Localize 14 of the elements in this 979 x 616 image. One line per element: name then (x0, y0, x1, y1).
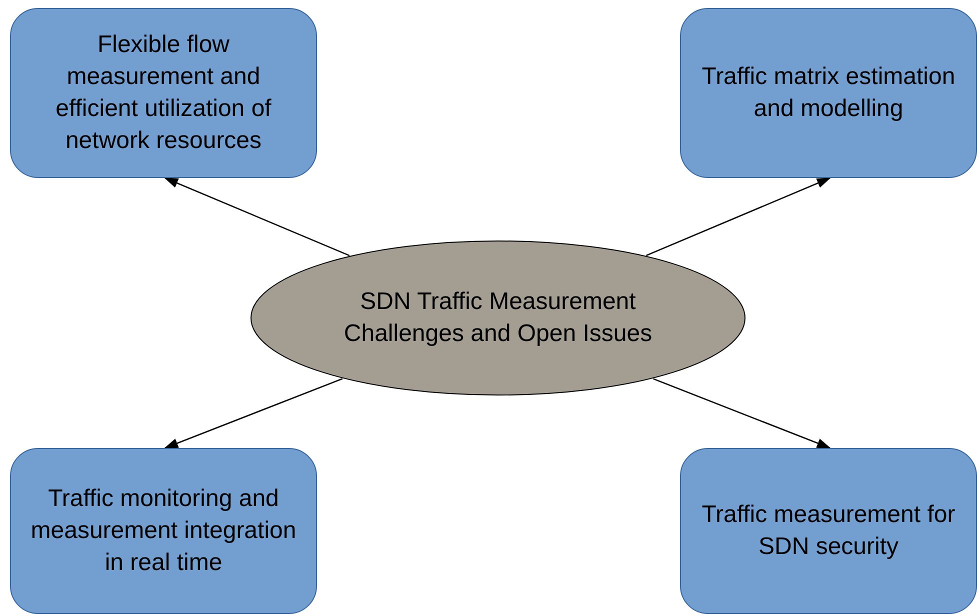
arrow (164, 177, 350, 256)
arrow (164, 378, 343, 449)
arrow (646, 177, 831, 256)
subtopic-text: Traffic monitoring and measurement integration in real time (30, 484, 298, 578)
subtopic-box (680, 8, 977, 178)
subtopic-text: Flexible flow measurement and efficient utilization of network resources (54, 30, 272, 156)
arrow (653, 378, 831, 449)
topic-ellipse (250, 240, 746, 396)
subtopic-box (10, 448, 317, 614)
subtopic-box (680, 448, 977, 614)
topic-text: SDN Traffic Measurement Challenges and Open Issues (342, 287, 654, 349)
subtopic-box (10, 8, 317, 178)
subtopic-text: Traffic matrix estimation and modelling (700, 62, 956, 124)
subtopic-text: Traffic measurement for SDN security (700, 500, 956, 562)
